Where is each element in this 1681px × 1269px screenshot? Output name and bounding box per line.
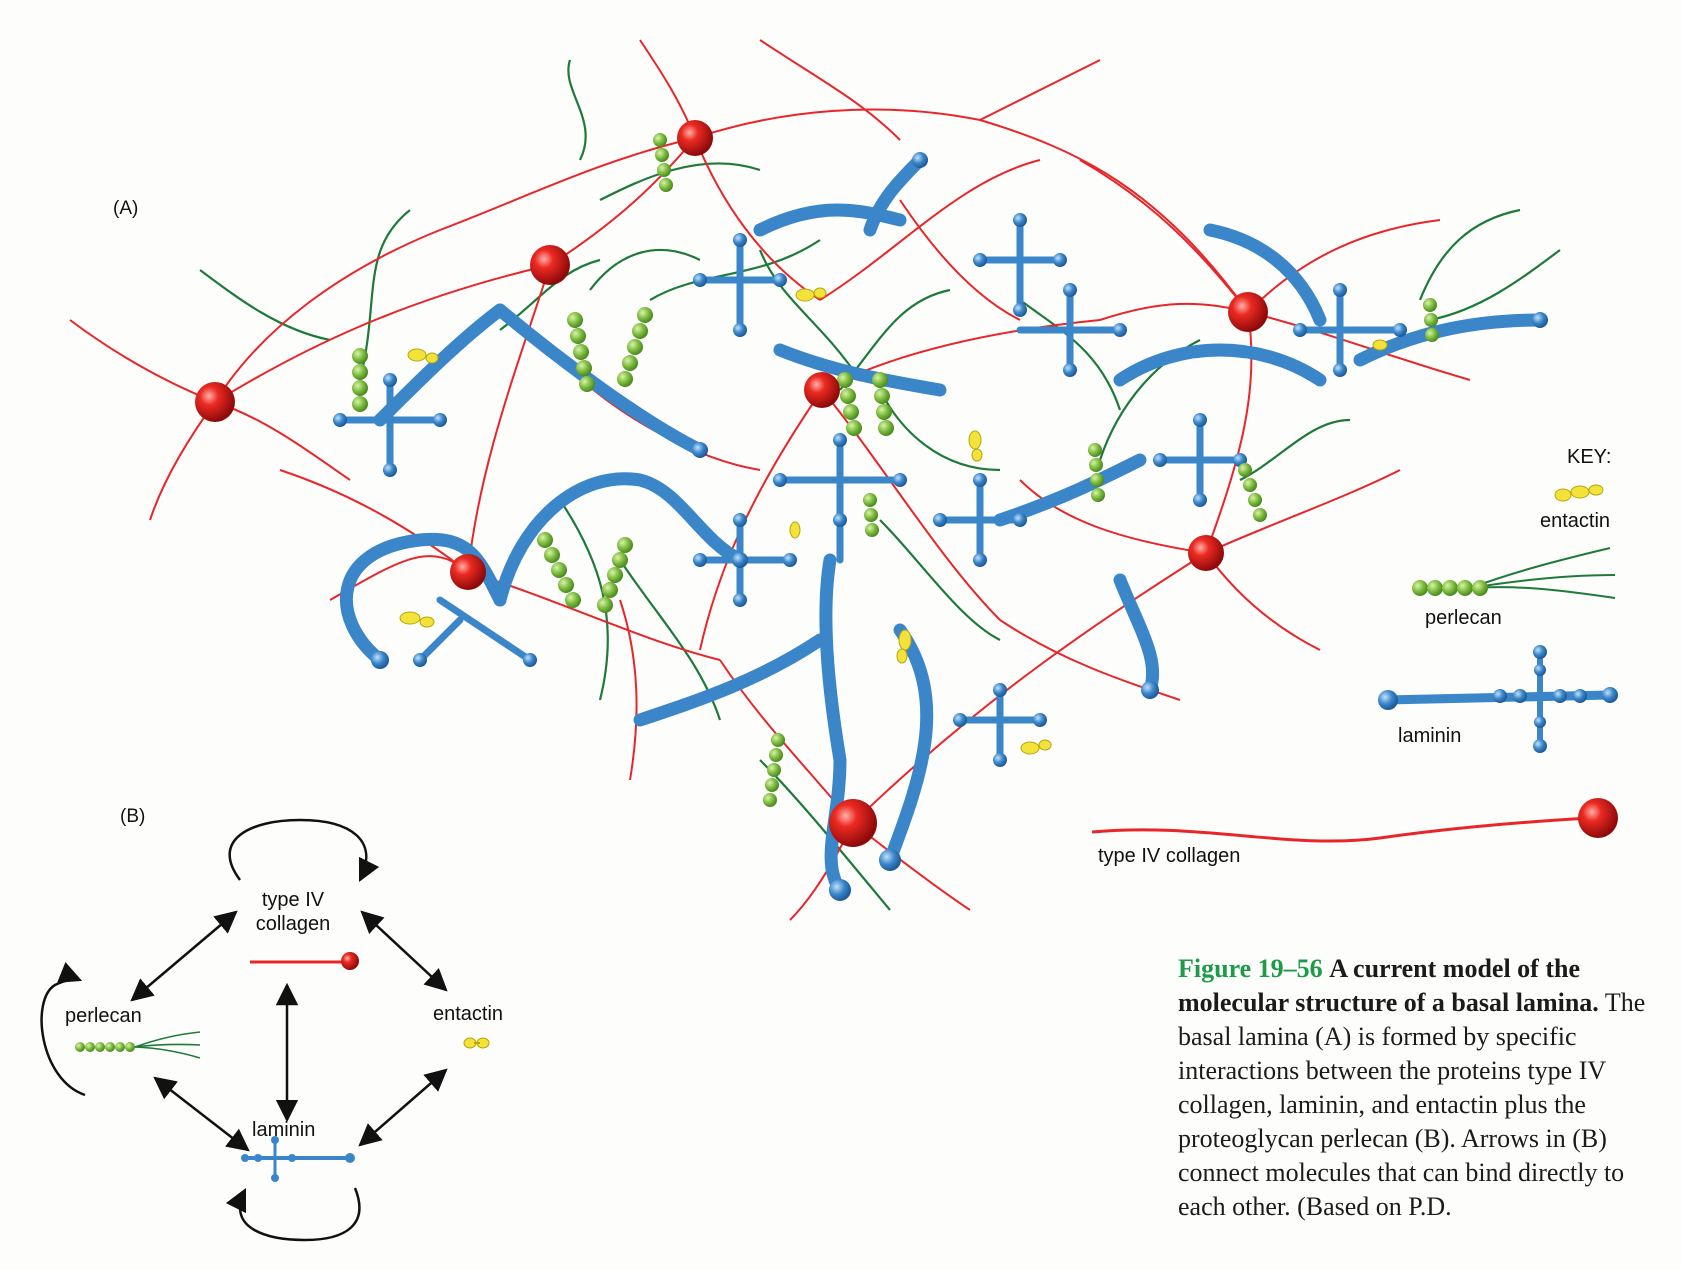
node-perlecan: perlecan	[65, 1005, 142, 1027]
node-laminin: laminin	[252, 1119, 315, 1141]
arrow-entactin-laminin	[358, 1068, 448, 1147]
laminin-arms	[336, 216, 1404, 764]
node-laminin-icon	[241, 1136, 355, 1182]
key-perlecan-icon	[1412, 547, 1616, 599]
perlecan-beads	[352, 133, 1439, 807]
arrow-collagen-entactin	[360, 910, 448, 992]
arrow-collagen-perlecan	[130, 910, 238, 1002]
laminin-self-binding-arrow	[225, 1187, 361, 1242]
perlecan-strands	[199, 59, 1561, 911]
key-collagen-icon	[1091, 798, 1618, 843]
entactin-molecules	[399, 287, 1388, 755]
collagen-globules	[195, 120, 1268, 847]
key-laminin-label: laminin	[1398, 725, 1461, 747]
panel-a-label: (A)	[113, 198, 138, 219]
node-perlecan-icon	[75, 1031, 201, 1059]
figure-number: Figure 19–56	[1178, 954, 1323, 983]
figure-title: A current model of the molecular structu…	[1178, 954, 1599, 1017]
key-legend: KEY: entactin perlecan	[1091, 446, 1618, 867]
figure-caption: Figure 19–56 A current model of the mole…	[1178, 952, 1648, 1224]
key-perlecan-label: perlecan	[1425, 607, 1502, 629]
node-collagen-line1: type IV	[262, 889, 325, 911]
binding-arrows	[130, 910, 448, 1152]
node-collagen-line2: collagen	[256, 913, 331, 935]
laminin-beads	[333, 152, 1548, 901]
interaction-diagram: (B) type IV collagen perlecan entactin l…	[40, 806, 503, 1242]
panel-b-label: (B)	[120, 806, 145, 827]
perlecan-self-binding-arrow	[40, 962, 86, 1097]
figure-body: The basal lamina (A) is formed by specif…	[1178, 988, 1646, 1221]
key-laminin-icon	[1378, 645, 1618, 753]
node-collagen-icon	[250, 952, 359, 970]
key-title: KEY:	[1567, 446, 1611, 468]
collagen-self-binding-arrow	[228, 818, 380, 883]
node-entactin: entactin	[433, 1003, 503, 1025]
key-entactin-label: entactin	[1540, 510, 1610, 532]
node-entactin-icon	[463, 1037, 490, 1049]
key-entactin-icon	[1554, 484, 1604, 502]
laminin-trunks	[340, 153, 1547, 897]
arrow-perlecan-laminin	[153, 1076, 250, 1152]
key-collagen-label: type IV collagen	[1098, 845, 1240, 867]
basal-lamina-network	[69, 39, 1561, 921]
